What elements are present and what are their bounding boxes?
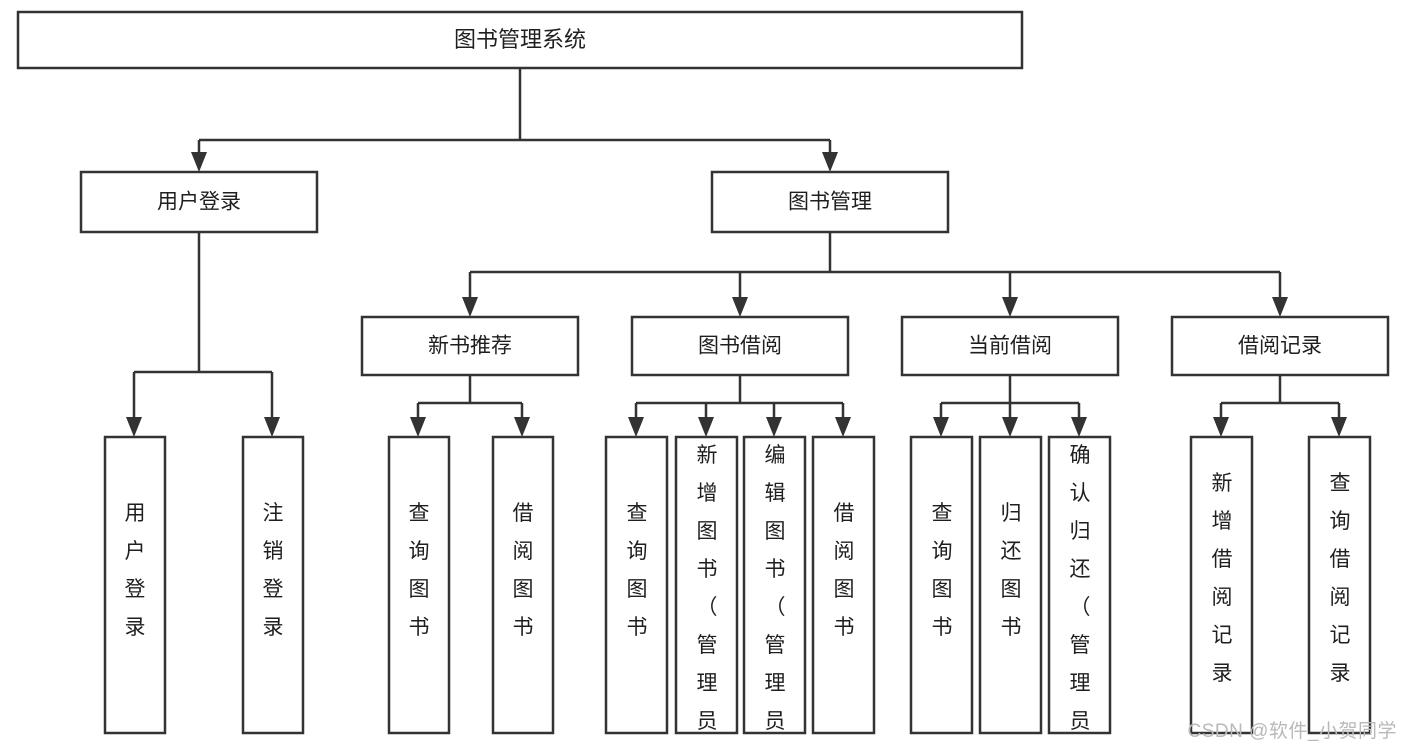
arrowhead-leaf-query-record — [1331, 417, 1347, 437]
leaf-logout-box[interactable] — [241, 435, 305, 735]
arrowhead-leaf-add-record — [1213, 417, 1229, 437]
arrowhead-leaf-query-book-3 — [933, 417, 949, 437]
node-new-book-recommend[interactable]: 新书推荐 — [360, 315, 580, 377]
connector-layer — [126, 68, 1347, 437]
arrowhead-leaf-borrow-book-2 — [835, 417, 851, 437]
arrowhead-records — [1272, 297, 1288, 317]
arrowhead-leaf-add-book — [698, 417, 714, 437]
arrowhead-leaf-confirm-return — [1071, 417, 1087, 437]
leaf-return-book-box[interactable] — [978, 435, 1043, 735]
leaf-logout-label: 注销登录 — [263, 502, 284, 639]
leaf-edit-book-box[interactable] — [742, 435, 807, 735]
arrowhead-leaf-logout — [264, 417, 280, 437]
leaf-query-book-borrow[interactable]: 查询图书 — [604, 435, 669, 735]
leaf-query-book-recommend[interactable]: 查询图书 — [387, 435, 451, 735]
leaf-query-book-current-label: 查询图书 — [932, 502, 953, 639]
leaf-query-borrow-record-label: 查询借阅记录 — [1330, 472, 1351, 685]
leaf-user-login-box[interactable] — [103, 435, 167, 735]
leaf-add-borrow-record[interactable]: 新增借阅记录 — [1189, 435, 1254, 735]
leaf-borrow-book[interactable]: 借阅图书 — [811, 435, 876, 735]
node-user-login[interactable]: 用户登录 — [79, 170, 319, 234]
arrowhead-leaf-borrow-book-1 — [514, 417, 530, 437]
leaf-query-book-borrow-box[interactable] — [604, 435, 669, 735]
leaf-confirm-return-box[interactable] — [1047, 435, 1112, 735]
node-book-management-label: 图书管理 — [788, 191, 872, 214]
leaf-add-book[interactable]: 新增图书（管理员） — [674, 435, 739, 747]
node-current-borrow-box[interactable] — [900, 315, 1120, 377]
leaf-add-book-label: 新增图书（管理员） — [697, 444, 718, 747]
leaf-query-book-current-box[interactable] — [909, 435, 974, 735]
node-book-management-box[interactable] — [710, 170, 950, 234]
leaf-borrow-book-box[interactable] — [811, 435, 876, 735]
leaf-user-login-label: 用户登录 — [125, 502, 146, 639]
node-user-login-box[interactable] — [79, 170, 319, 234]
arrowhead-current — [1002, 297, 1018, 317]
leaf-borrow-book-label: 借阅图书 — [834, 502, 855, 639]
leaf-borrow-book-recommend-box[interactable] — [491, 435, 555, 735]
leaf-borrow-book-recommend[interactable]: 借阅图书 — [491, 435, 555, 735]
leaf-confirm-return-label: 确认归还（管理员） — [1070, 444, 1091, 747]
arrowhead-book-mgmt — [822, 152, 838, 172]
node-user-login-label: 用户登录 — [157, 191, 241, 214]
node-root-label: 图书管理系统 — [454, 27, 586, 52]
leaf-query-borrow-record-box[interactable] — [1307, 435, 1372, 735]
node-current-borrow[interactable]: 当前借阅 — [900, 315, 1120, 377]
arrowhead-leaf-query-book-1 — [410, 417, 426, 437]
arrowhead-bookborrow — [732, 297, 748, 317]
leaf-edit-book-label: 编辑图书（管理员） — [765, 444, 786, 747]
node-new-book-recommend-label: 新书推荐 — [428, 335, 512, 358]
leaf-query-book-recommend-label: 查询图书 — [409, 502, 430, 639]
leaf-user-login[interactable]: 用户登录 — [103, 435, 167, 735]
leaf-add-book-box[interactable] — [674, 435, 739, 735]
arrowhead-newbook — [462, 297, 478, 317]
node-borrow-records[interactable]: 借阅记录 — [1170, 315, 1390, 377]
leaf-return-book-label: 归还图书 — [1001, 502, 1022, 639]
leaf-edit-book[interactable]: 编辑图书（管理员） — [742, 435, 807, 747]
arrowhead-leaf-edit-book — [766, 417, 782, 437]
arrowhead-leaf-query-book-2 — [628, 417, 644, 437]
arrowhead-leaf-return-book — [1002, 417, 1018, 437]
node-book-borrow-label: 图书借阅 — [698, 335, 782, 358]
leaf-add-borrow-record-box[interactable] — [1189, 435, 1254, 735]
leaf-return-book[interactable]: 归还图书 — [978, 435, 1043, 735]
node-root-box[interactable] — [16, 10, 1024, 70]
leaf-add-borrow-record-label: 新增借阅记录 — [1212, 472, 1233, 685]
leaf-query-book-recommend-box[interactable] — [387, 435, 451, 735]
node-book-borrow-box[interactable] — [630, 315, 850, 377]
leaf-borrow-book-recommend-label: 借阅图书 — [513, 502, 534, 639]
leaf-query-book-borrow-label: 查询图书 — [627, 502, 648, 639]
leaf-query-borrow-record[interactable]: 查询借阅记录 — [1307, 435, 1372, 735]
node-new-book-recommend-box[interactable] — [360, 315, 580, 377]
node-borrow-records-label: 借阅记录 — [1238, 335, 1322, 358]
arrowhead-leaf-user-login — [126, 417, 142, 437]
leaf-query-book-current[interactable]: 查询图书 — [909, 435, 974, 735]
arrowhead-user-login — [191, 152, 207, 172]
node-book-management[interactable]: 图书管理 — [710, 170, 950, 234]
leaf-confirm-return[interactable]: 确认归还（管理员） — [1047, 435, 1112, 747]
node-borrow-records-box[interactable] — [1170, 315, 1390, 377]
node-current-borrow-label: 当前借阅 — [968, 335, 1052, 358]
node-book-borrow[interactable]: 图书借阅 — [630, 315, 850, 377]
leaf-logout[interactable]: 注销登录 — [241, 435, 305, 735]
node-root[interactable]: 图书管理系统 — [16, 10, 1024, 70]
